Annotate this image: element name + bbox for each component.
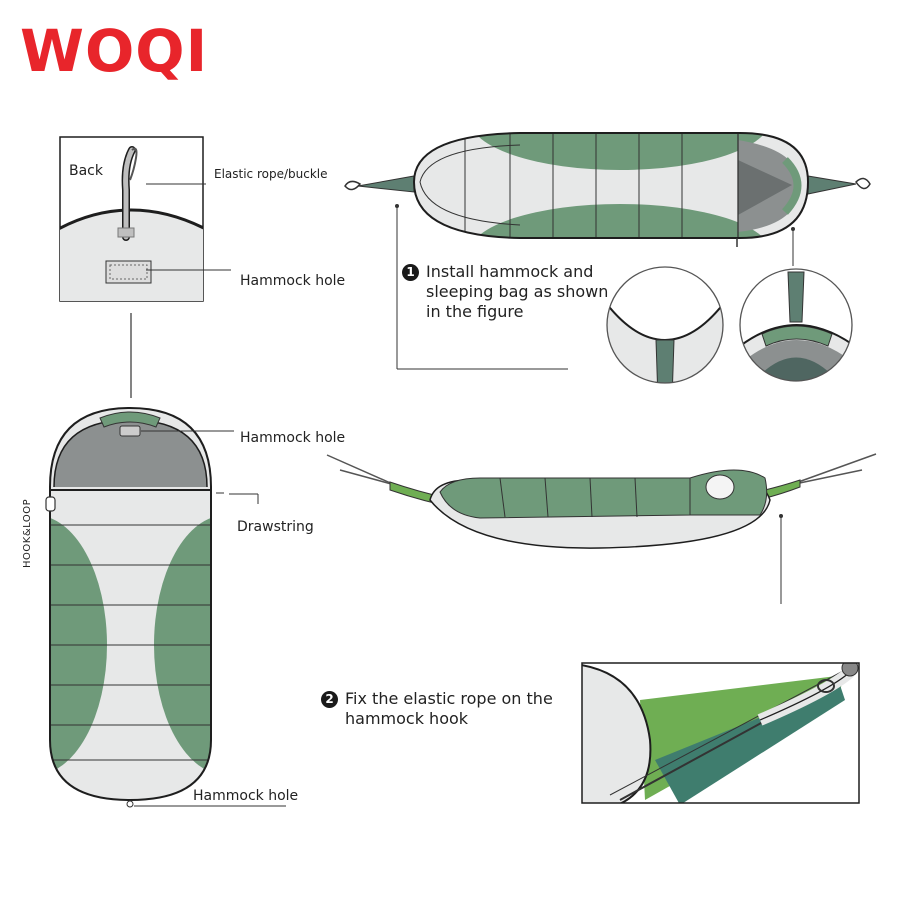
step-1-line-2: sleeping bag as shown — [426, 282, 609, 301]
hammock-hole-label-bottom: Hammock hole — [193, 788, 299, 804]
step-2-number: 2 — [321, 691, 338, 708]
hammock-side-view — [326, 453, 877, 549]
elastic-rope-label: Elastic rope/buckle — [214, 167, 328, 181]
back-label: Back — [69, 163, 103, 179]
brand-logo: WOQI — [20, 17, 209, 85]
hook-loop-label: HOOK&LOOP — [22, 498, 33, 568]
back-detail-panel — [59, 136, 204, 302]
hammock-hole-label-top: Hammock hole — [240, 273, 346, 289]
hammock-hole-label-mid: Hammock hole — [240, 430, 346, 446]
sleeping-bag-front — [45, 406, 212, 808]
step-2-text: 2 Fix the elastic rope on the hammock hoo… — [321, 689, 553, 729]
step-2-line-2: hammock hook — [345, 709, 469, 728]
step-2-line-1: Fix the elastic rope on the — [345, 689, 553, 708]
step-1-number: 1 — [402, 264, 419, 281]
hook-detail-box — [581, 662, 860, 804]
step-1-text: 1 Install hammock and sleeping bag as sho… — [402, 262, 608, 322]
zoom-circle-foot — [606, 266, 724, 384]
step-1-line-3: in the figure — [426, 302, 524, 321]
hammock-top-view — [344, 132, 871, 247]
step-1-line-1: Install hammock and — [426, 262, 594, 281]
drawstring-label: Drawstring — [237, 519, 314, 535]
zoom-circle-head — [739, 268, 853, 382]
